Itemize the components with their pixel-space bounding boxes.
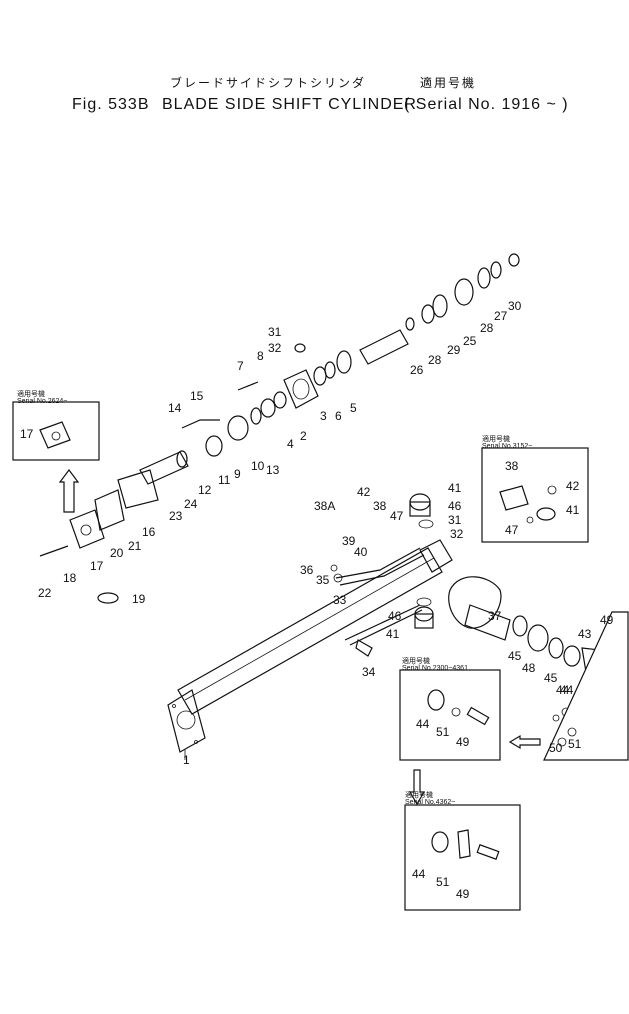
inset-2624: 適用号機 Serial No.2624~ (12, 389, 100, 513)
inset-3152-jp: 適用号機 (482, 434, 510, 443)
callout-32a: 32 (268, 341, 282, 355)
callout-44: 44 (556, 683, 570, 697)
inset-2624-serial: Serial No.2624~ (17, 398, 67, 405)
title-jp-right: 適用号機 (420, 76, 477, 90)
callout-41b: 41 (386, 627, 400, 641)
callout-8: 8 (257, 349, 264, 363)
inset-4362: 適用号機 Serial No.4362~ (404, 790, 521, 911)
callout-46a: 46 (448, 499, 462, 513)
inset-3152-part-38: 38 (505, 459, 519, 473)
callout-15: 15 (190, 389, 204, 403)
callout-25: 25 (463, 334, 477, 348)
figure-number: Fig. 533B (72, 96, 150, 113)
inset-3152-part-42: 42 (566, 479, 580, 493)
callout-3: 3 (320, 409, 327, 423)
inset-3152: 適用号機 Serial No.3152~ (481, 434, 589, 543)
callout-32b: 32 (450, 527, 464, 541)
callout-23: 23 (169, 509, 183, 523)
callout-4: 4 (287, 437, 294, 451)
callout-46b: 46 (388, 609, 402, 623)
callout-38: 38 (373, 499, 387, 513)
callout-9: 9 (234, 467, 241, 481)
hydraulic-piping (330, 547, 425, 657)
callout-24: 24 (184, 497, 198, 511)
inset-2624-jp: 適用号機 (17, 389, 45, 398)
inset-rod-end (543, 611, 629, 761)
callout-30: 30 (508, 299, 522, 313)
callout-43: 43 (578, 627, 592, 641)
callout-11: 11 (218, 473, 231, 487)
figure-title: BLADE SIDE SHIFT CYLINDER (162, 96, 417, 113)
callout-45a: 45 (508, 649, 522, 663)
callout-51: 51 (568, 737, 582, 751)
callout-12: 12 (198, 483, 212, 497)
callout-13: 13 (266, 463, 280, 477)
callout-18: 18 (63, 571, 77, 585)
callout-42: 42 (357, 485, 371, 499)
callout-labels: 1 2 3 4 5 6 7 8 9 10 11 12 13 14 15 16 1… (38, 299, 614, 767)
callout-10: 10 (251, 459, 265, 473)
callout-50: 50 (549, 741, 563, 755)
callout-36: 36 (300, 563, 314, 577)
callout-39: 39 (342, 534, 356, 548)
inset-4362-part-51: 51 (436, 875, 450, 889)
callout-22: 22 (38, 586, 52, 600)
piston-rod-assembly (39, 253, 520, 604)
title-jp-left: ブレードサイドシフトシリンダ (170, 76, 367, 90)
inset-2624-part-17: 17 (20, 427, 34, 441)
callout-49: 49 (600, 613, 614, 627)
callout-35: 35 (316, 573, 330, 587)
callout-1: 1 (183, 753, 190, 767)
inset-4362-jp: 適用号機 (405, 790, 433, 799)
callout-21: 21 (128, 539, 142, 553)
inset-3152-serial: Serial No.3152~ (482, 443, 532, 450)
inset-2300-part-51: 51 (436, 725, 450, 739)
callout-40: 40 (354, 545, 368, 559)
inset-arrows (408, 734, 541, 806)
callout-6: 6 (335, 409, 342, 423)
cylinder-tube (167, 547, 443, 760)
callout-31a: 31 (268, 325, 282, 339)
inset-4362-part-49: 49 (456, 887, 470, 901)
inset-labels: 17 38 42 47 41 44 51 49 44 51 49 (20, 427, 580, 901)
inset-2300-part-49: 49 (456, 735, 470, 749)
callout-48: 48 (522, 661, 536, 675)
callout-7: 7 (237, 359, 244, 373)
callout-29: 29 (447, 343, 461, 357)
callout-16: 16 (142, 525, 156, 539)
inset-2300-serial: Serial No.2300~4361 (402, 665, 468, 672)
callout-41a: 41 (448, 481, 462, 495)
inset-2300-part-44: 44 (416, 717, 430, 731)
callout-19: 19 (132, 592, 146, 606)
inset-2300-jp: 適用号機 (402, 656, 430, 665)
callout-27: 27 (494, 309, 508, 323)
callout-33: 33 (333, 593, 347, 607)
callout-44b: 44 (560, 683, 574, 697)
callout-28a: 28 (480, 321, 494, 335)
callout-34: 34 (362, 665, 376, 679)
callout-14: 14 (168, 401, 182, 415)
inset-4362-part-44: 44 (412, 867, 426, 881)
inset-2300: 適用号機 Serial No.2300~4361 (399, 656, 501, 761)
serial-range: ( Serial No. 1916 ~ ) (404, 96, 569, 113)
inset-3152-part-47: 47 (505, 523, 519, 537)
callout-31b: 31 (448, 513, 462, 527)
callout-5: 5 (350, 401, 357, 415)
callout-28b: 28 (428, 353, 442, 367)
callout-26: 26 (410, 363, 424, 377)
callout-38a: 38A (314, 499, 335, 513)
callout-37: 37 (488, 609, 502, 623)
callout-47: 47 (390, 509, 404, 523)
callout-45b: 45 (544, 671, 558, 685)
callout-2: 2 (300, 429, 307, 443)
inset-3152-part-41: 41 (566, 503, 580, 517)
callout-20: 20 (110, 546, 124, 560)
callout-17: 17 (90, 559, 104, 573)
inset-4362-serial: Serial No.4362~ (405, 799, 455, 806)
